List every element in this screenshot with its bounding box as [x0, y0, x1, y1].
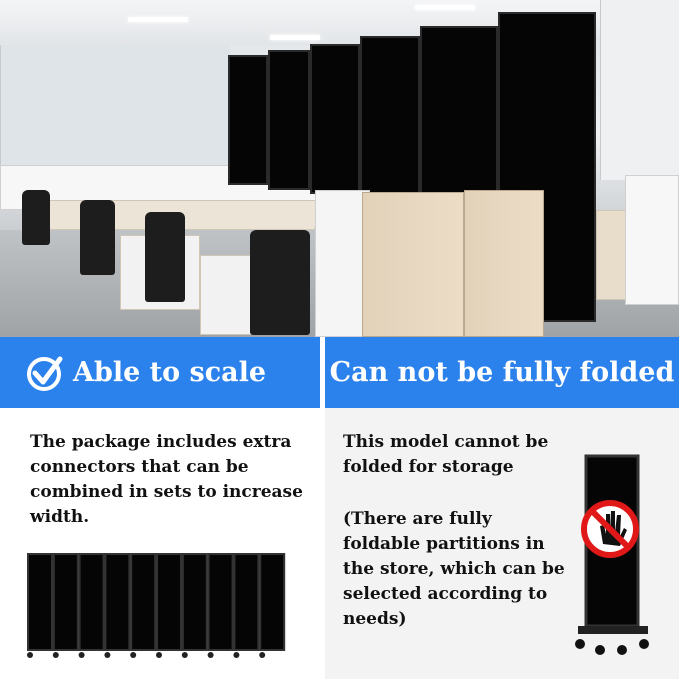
- mini-caster-wheel: [181, 652, 188, 658]
- partition-panel: [420, 26, 498, 196]
- office-chair: [22, 190, 50, 245]
- mini-partition-panel: [78, 553, 105, 651]
- cabinet-side: [315, 190, 370, 337]
- fold-note: (There are fully foldable partitions in …: [343, 509, 565, 629]
- standing-partition-illustration: [575, 454, 649, 655]
- no-hand-icon: [581, 500, 639, 558]
- check-circle-icon: [27, 356, 63, 391]
- banner-title: Can not be fully folded: [329, 357, 675, 388]
- mini-caster-wheel: [104, 652, 111, 658]
- mini-caster-wheel: [259, 652, 266, 658]
- caster-wheels: [575, 639, 649, 655]
- mini-partition-panel: [207, 553, 234, 651]
- mini-caster-wheel: [233, 652, 240, 658]
- mini-partition-panel: [130, 553, 157, 651]
- banner-title: Able to scale: [73, 357, 267, 388]
- mini-caster-wheel: [27, 652, 33, 658]
- cannot-fold-banner: Can not be fully folded: [325, 337, 679, 408]
- partition-panel: [360, 36, 420, 196]
- white-cabinet: [625, 175, 679, 305]
- mini-partition-panel: [181, 553, 208, 651]
- ceiling-light: [128, 17, 188, 22]
- back-wall: [0, 45, 230, 170]
- mini-partition-panel: [52, 553, 79, 651]
- mini-caster-wheel: [156, 652, 162, 658]
- partition-panel: [498, 12, 596, 322]
- cabinet-door: [362, 192, 464, 337]
- scale-description: The package includes extra connectors th…: [30, 432, 303, 527]
- ceiling-light: [270, 35, 320, 40]
- right-wall: [600, 0, 679, 180]
- mini-caster-wheel: [78, 652, 85, 658]
- partition-base: [578, 626, 648, 634]
- mini-caster-wheel: [52, 652, 59, 658]
- mini-caster-wheel: [130, 652, 137, 658]
- mini-partition-panel: [156, 553, 182, 651]
- office-chair: [250, 230, 310, 335]
- mini-partition-panel: [27, 553, 53, 651]
- mini-partition-panel: [233, 553, 260, 651]
- extended-partition-illustration: [27, 553, 286, 658]
- cabinet-door: [464, 190, 544, 337]
- partition-panel: [268, 50, 310, 190]
- mini-partition-panel: [104, 553, 131, 651]
- office-chair: [145, 212, 185, 302]
- mini-partition-panel: [259, 553, 286, 651]
- office-photo: [0, 0, 679, 337]
- partition-panel: [228, 55, 268, 185]
- mini-caster-wheel: [207, 652, 214, 658]
- drawer-unit: [596, 210, 628, 300]
- fold-description: This model cannot be folded for storage: [343, 432, 549, 477]
- ceiling-light: [415, 5, 475, 10]
- able-to-scale-banner: Able to scale: [0, 337, 320, 408]
- office-chair: [80, 200, 115, 275]
- partition-panel: [310, 44, 360, 194]
